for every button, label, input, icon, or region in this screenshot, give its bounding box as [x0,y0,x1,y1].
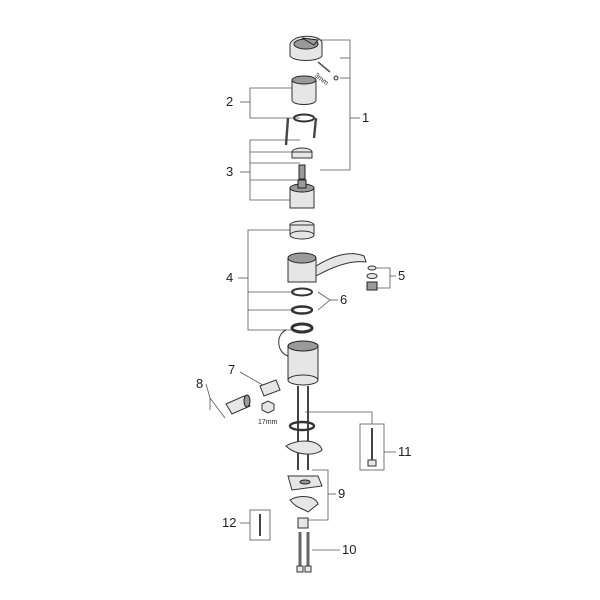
supply-hoses [296,532,312,573]
o-ring-cap [293,113,315,123]
fixing-screws [284,117,318,146]
callout-6: 6 [340,292,347,307]
fixing-nut [297,517,309,529]
base-body [278,329,319,386]
callout-4: 4 [226,270,233,285]
hex-nut-17mm [261,400,275,414]
body-ring-top [289,220,315,240]
knob [225,394,251,415]
handle-lever [289,35,323,61]
callout-12: 12 [222,515,236,530]
cover-cap [291,75,317,105]
collar-ring [291,147,313,159]
fixing-bracket [287,475,323,491]
base-o-ring [288,420,316,432]
fixing-washer [289,496,319,513]
o-ring-body-3 [290,322,314,334]
aerator [366,265,378,291]
spare-stud-box [359,423,385,471]
callout-9: 9 [338,486,345,501]
callout-11: 11 [398,444,412,459]
mounting-stud [297,386,309,470]
spout-body [287,252,367,283]
callout-7: 7 [228,362,235,377]
callout-5: 5 [398,268,405,283]
cartridge [289,179,315,209]
callout-2: 2 [226,94,233,109]
leader-lines [205,39,396,551]
fixing-plate [285,440,323,455]
wrench-size-label: 17mm [258,419,278,426]
diverter-valve [259,379,281,397]
grub-screw [317,61,339,81]
spindle [298,164,306,180]
callout-8: 8 [196,376,203,391]
spare-screw-box [249,509,271,541]
o-ring-body-1 [291,287,313,297]
o-ring-body-2 [290,305,314,315]
callout-10: 10 [342,542,356,557]
callout-3: 3 [226,164,233,179]
callout-1: 1 [362,110,369,125]
